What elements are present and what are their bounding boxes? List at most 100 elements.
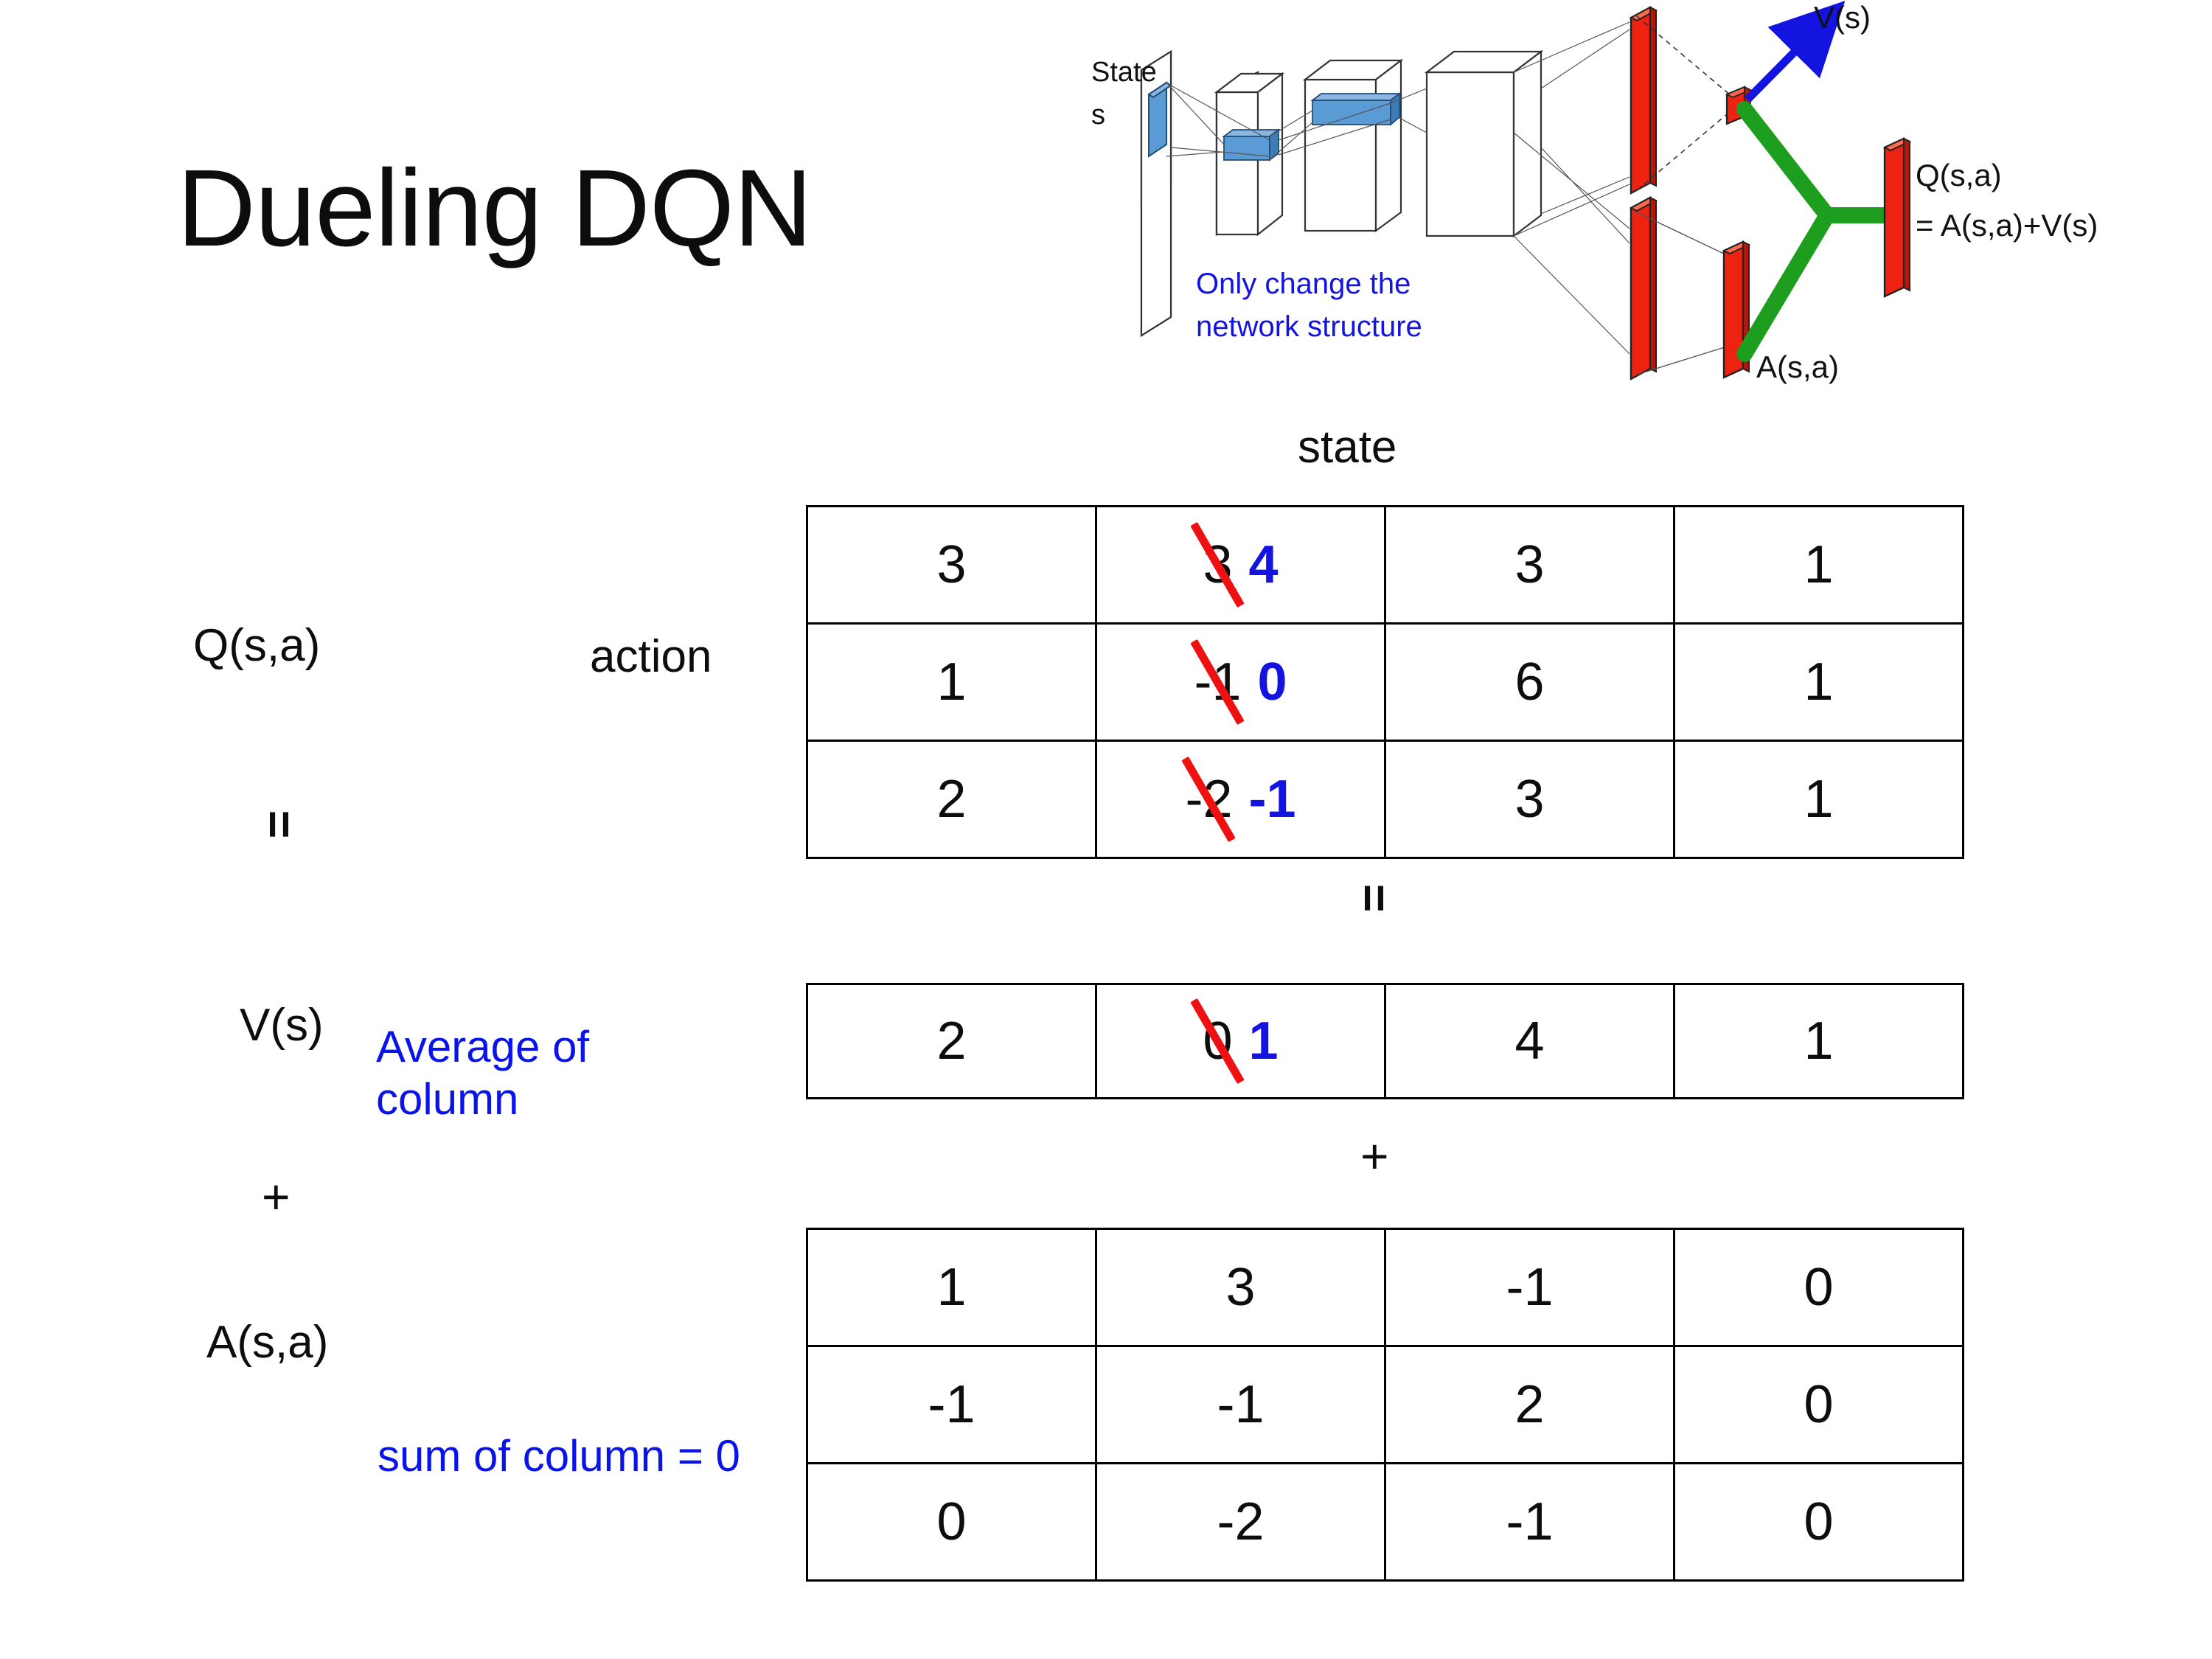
cell-value: 1 xyxy=(936,1258,967,1317)
cell-value: 2 xyxy=(1514,1375,1545,1434)
q-cell-r1c0[interactable]: 1 xyxy=(806,622,1097,742)
q-cell-r0c0[interactable]: 3 xyxy=(806,505,1097,625)
cell-value: 1 xyxy=(936,653,967,712)
q-cell-r2c1[interactable]: -2 -1 xyxy=(1095,740,1386,859)
cell-value: 6 xyxy=(1514,653,1545,712)
table-row: 2 -2 -1 3 1 xyxy=(806,740,1964,859)
cell-value: 0 xyxy=(1804,1492,1834,1551)
cell-value: 1 xyxy=(1804,1012,1834,1071)
cell-value: 0 xyxy=(936,1492,967,1551)
cell-value: 3 xyxy=(1514,770,1545,829)
q-cell-r1c1[interactable]: -1 0 xyxy=(1095,622,1386,742)
new-value-text: 4 xyxy=(1248,535,1279,594)
q-cell-r2c2[interactable]: 3 xyxy=(1384,740,1675,859)
table-row: 0 -2 -1 0 xyxy=(806,1462,1964,1582)
table-row: 2 0 1 4 1 xyxy=(806,983,1964,1099)
corrected-cell: -2 -1 xyxy=(1181,756,1296,843)
v-function-label: V(s) xyxy=(240,1000,324,1051)
a-cell-r0c1[interactable]: 3 xyxy=(1095,1228,1386,1347)
q-cell-r0c1[interactable]: 3 4 xyxy=(1095,505,1386,625)
old-value-text: -2 xyxy=(1185,770,1233,829)
cell-value: -1 xyxy=(1506,1492,1554,1551)
table-row: 1 -1 0 6 1 xyxy=(806,622,1964,742)
q-cell-r2c0[interactable]: 2 xyxy=(806,740,1097,859)
a-function-label: A(s,a) xyxy=(206,1317,329,1368)
q-cell-r2c3[interactable]: 1 xyxy=(1673,740,1964,859)
table-row: 1 3 -1 0 xyxy=(806,1228,1964,1347)
q-cell-r0c2[interactable]: 3 xyxy=(1384,505,1675,625)
cell-value: 3 xyxy=(936,535,967,594)
diagram-q-label-line2: = A(s,a)+V(s) xyxy=(1916,208,2098,243)
old-value-text: 3 xyxy=(1203,535,1233,594)
corrected-cell: 3 4 xyxy=(1190,521,1279,608)
equals-glyph: = xyxy=(1347,883,1402,913)
a-cell-r2c2[interactable]: -1 xyxy=(1384,1462,1675,1582)
cell-value: -1 xyxy=(1506,1258,1554,1317)
a-cell-r0c0[interactable]: 1 xyxy=(806,1228,1097,1347)
q-value-table: 3 3 4 3 1 1 -1 0 6 1 2 -2 -1 3 1 xyxy=(806,505,1964,859)
q-cell-r0c3[interactable]: 1 xyxy=(1673,505,1964,625)
cell-value: 0 xyxy=(1804,1258,1834,1317)
struck-value: -1 xyxy=(1190,639,1245,726)
struck-value: 3 xyxy=(1190,521,1245,608)
cell-value: 1 xyxy=(1804,653,1834,712)
cell-value: -1 xyxy=(928,1375,975,1434)
dueling-network-diagram: State s Only change the network structur… xyxy=(1084,0,2212,413)
equals-sign-center: = xyxy=(1347,874,1402,922)
v-cell-c3[interactable]: 1 xyxy=(1673,983,1964,1099)
diagram-state-label-line2: s xyxy=(1091,100,1105,131)
action-axis-label: action xyxy=(590,631,712,682)
equals-glyph: = xyxy=(252,810,307,839)
diagram-q-label-line1: Q(s,a) xyxy=(1916,158,2002,192)
old-value-text: -1 xyxy=(1194,653,1242,712)
average-of-column-note: Average of column xyxy=(376,1022,590,1124)
cell-value: -2 xyxy=(1217,1492,1265,1551)
plus-sign-left: + xyxy=(262,1169,291,1224)
struck-value: 0 xyxy=(1190,998,1245,1085)
struck-value: -2 xyxy=(1181,756,1237,843)
cell-value: 3 xyxy=(1514,535,1545,594)
v-cell-c2[interactable]: 4 xyxy=(1384,983,1675,1099)
table-row: -1 -1 2 0 xyxy=(806,1345,1964,1464)
a-cell-r1c2[interactable]: 2 xyxy=(1384,1345,1675,1464)
a-cell-r0c3[interactable]: 0 xyxy=(1673,1228,1964,1347)
corrected-cell: -1 0 xyxy=(1190,639,1287,726)
cell-value: 2 xyxy=(936,1012,967,1071)
a-cell-r2c1[interactable]: -2 xyxy=(1095,1462,1386,1582)
new-value-text: -1 xyxy=(1248,770,1296,829)
cell-value: 1 xyxy=(1804,770,1834,829)
a-cell-r1c0[interactable]: -1 xyxy=(806,1345,1097,1464)
a-value-table: 1 3 -1 0 -1 -1 2 0 0 -2 -1 0 xyxy=(806,1228,1964,1582)
cell-value: 0 xyxy=(1804,1375,1834,1434)
old-value-text: 0 xyxy=(1203,1012,1233,1071)
new-value-text: 1 xyxy=(1248,1012,1279,1071)
cell-value: 2 xyxy=(936,770,967,829)
state-axis-label: state xyxy=(1298,422,1397,473)
corrected-cell: 0 1 xyxy=(1190,998,1279,1085)
page-title: Dueling DQN xyxy=(177,147,813,269)
plus-sign-center: + xyxy=(1360,1129,1389,1183)
v-value-table: 2 0 1 4 1 xyxy=(806,983,1964,1099)
a-cell-r1c3[interactable]: 0 xyxy=(1673,1345,1964,1464)
diagram-state-label-line1: State xyxy=(1091,57,1157,88)
cell-value: 4 xyxy=(1514,1012,1545,1071)
q-cell-r1c2[interactable]: 6 xyxy=(1384,622,1675,742)
v-cell-c0[interactable]: 2 xyxy=(806,983,1097,1099)
cell-value: 1 xyxy=(1804,535,1834,594)
v-cell-c1[interactable]: 0 1 xyxy=(1095,983,1386,1099)
diagram-note-line1: Only change the xyxy=(1196,268,1411,300)
diagram-value-label: V(s) xyxy=(1814,0,1871,35)
diagram-advantage-label: A(s,a) xyxy=(1756,349,1839,384)
cell-value: -1 xyxy=(1217,1375,1265,1434)
new-value-text: 0 xyxy=(1257,653,1287,712)
sum-of-column-note: sum of column = 0 xyxy=(378,1431,740,1481)
table-row: 3 3 4 3 1 xyxy=(806,505,1964,625)
a-cell-r2c0[interactable]: 0 xyxy=(806,1462,1097,1582)
equals-sign-left: = xyxy=(252,800,307,849)
q-cell-r1c3[interactable]: 1 xyxy=(1673,622,1964,742)
a-cell-r2c3[interactable]: 0 xyxy=(1673,1462,1964,1582)
diagram-note-line2: network structure xyxy=(1196,310,1422,343)
a-cell-r1c1[interactable]: -1 xyxy=(1095,1345,1386,1464)
a-cell-r0c2[interactable]: -1 xyxy=(1384,1228,1675,1347)
cell-value: 3 xyxy=(1225,1258,1256,1317)
